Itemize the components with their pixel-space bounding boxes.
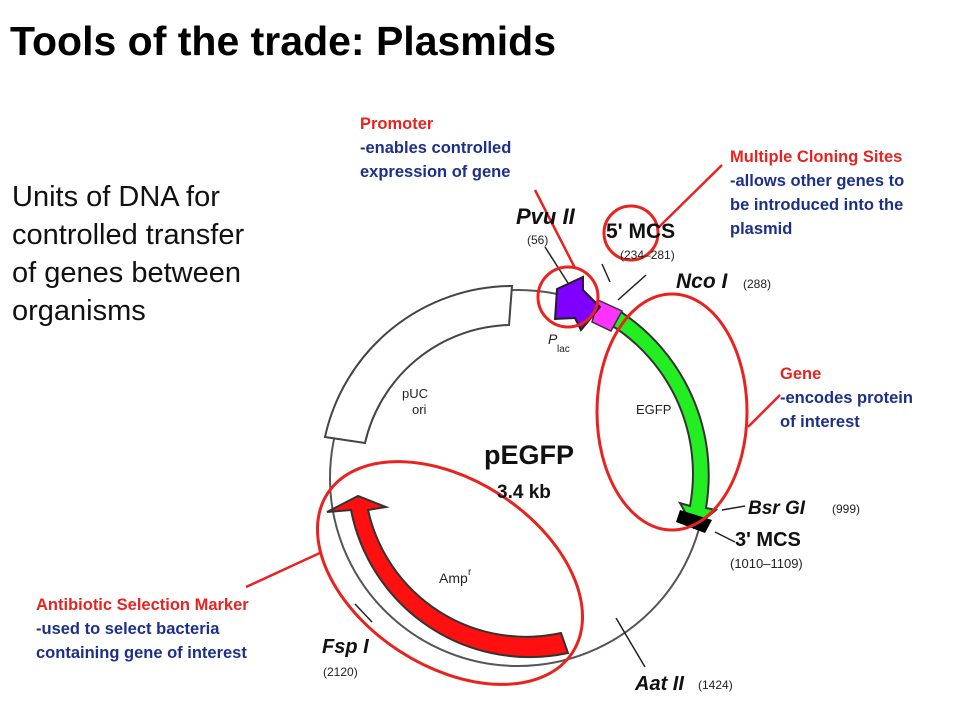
nco-site-label: Nco I [676,270,729,293]
amp-resistance-segment [326,494,570,659]
promoter-callout: Promoter -enables controlled expression … [360,112,511,184]
promoter-callout-heading: Promoter [360,115,434,133]
egfp-label: EGFP [636,402,671,417]
slide-subtitle: Units of DNA for controlled transfer of … [12,181,245,327]
puc-ori-label-2: ori [412,402,427,417]
promoter-connector [533,189,577,269]
marker-callout-heading: Antibiotic Selection Marker [36,596,249,614]
fsp-site-label: Fsp I [322,636,369,658]
aat-leader [615,617,646,668]
fsp-site-position: (2120) [323,665,358,679]
pvu-leader [544,246,569,284]
fsp-leader [354,603,373,623]
plasmid-name: pEGFP [484,440,574,470]
mcs3-label: 3' MCS [735,529,801,551]
gene-callout-heading: Gene [780,365,822,383]
mcs3-position: (1010–1109) [730,556,803,571]
amp-superscript: r [468,567,472,578]
marker-callout-text: -used to select bacteria containing gene… [36,620,247,662]
mcs-callout-heading: Multiple Cloning Sites [730,148,903,166]
mcs5-label: 5' MCS [606,220,675,243]
pvu-site-label: Pvu II [516,204,576,229]
mcs-callout-text: -allows other genes to be introduced int… [730,172,905,238]
mcs-callout: Multiple Cloning Sites -allows other gen… [730,145,904,241]
puc-ori-segment [323,284,514,445]
plac-subscript: lac [557,344,570,355]
marker-callout: Antibiotic Selection Marker -used to sel… [36,593,249,665]
bsrgi-site-position: (999) [832,502,860,516]
mcs-highlight [602,204,660,262]
puc-ori-label-1: pUC [402,386,428,401]
gene-callout-text: -encodes protein of interest [780,389,913,431]
amp-label: Amp [439,570,468,586]
mcs-connector [657,164,723,229]
plasmid-size: 3.4 kb [497,482,551,503]
plac-label: P [548,331,558,347]
gene-callout: Gene -encodes protein of interest [780,362,913,434]
aat-site-label: Aat II [634,673,684,695]
bsr-leader [721,505,746,511]
nco-site-position: (288) [743,277,771,291]
mcs3-leader [714,531,736,543]
egfp-segment [609,310,719,530]
gene-highlight [595,292,749,532]
mcs5-position: (234–281) [620,248,675,262]
marker-highlight [315,460,585,686]
bsrgi-block [676,510,712,533]
nco-leader [617,274,647,301]
mcs5-leader [601,263,611,283]
bsrgi-site-label: Bsr GI [748,498,806,519]
promoter-callout-text: -enables controlled expression of gene [360,139,512,181]
pvu-site-position: (56) [527,233,548,247]
marker-connector [245,550,323,589]
gene-connector [747,394,781,428]
slide-title: Tools of the trade: Plasmids [10,18,556,64]
aat-site-position: (1424) [698,678,733,692]
promoter-highlight [536,265,600,329]
